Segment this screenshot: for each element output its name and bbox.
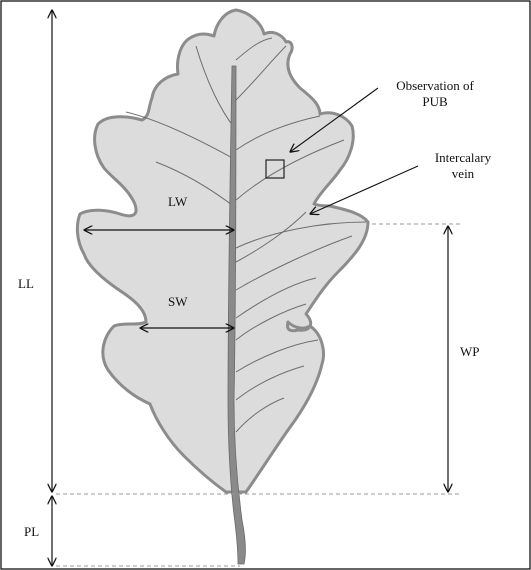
label-sw: SW	[168, 294, 188, 309]
label-wp: WP	[460, 344, 480, 359]
label-intercalary-line1: Intercalary	[435, 150, 492, 165]
label-lw: LW	[168, 194, 188, 209]
leaf-blade	[77, 10, 368, 492]
label-observation-line1: Observation of	[396, 78, 474, 93]
label-ll: LL	[18, 276, 34, 291]
label-pl: PL	[24, 524, 39, 539]
label-observation-line2: PUB	[422, 94, 448, 109]
label-intercalary-line2: vein	[452, 166, 475, 181]
